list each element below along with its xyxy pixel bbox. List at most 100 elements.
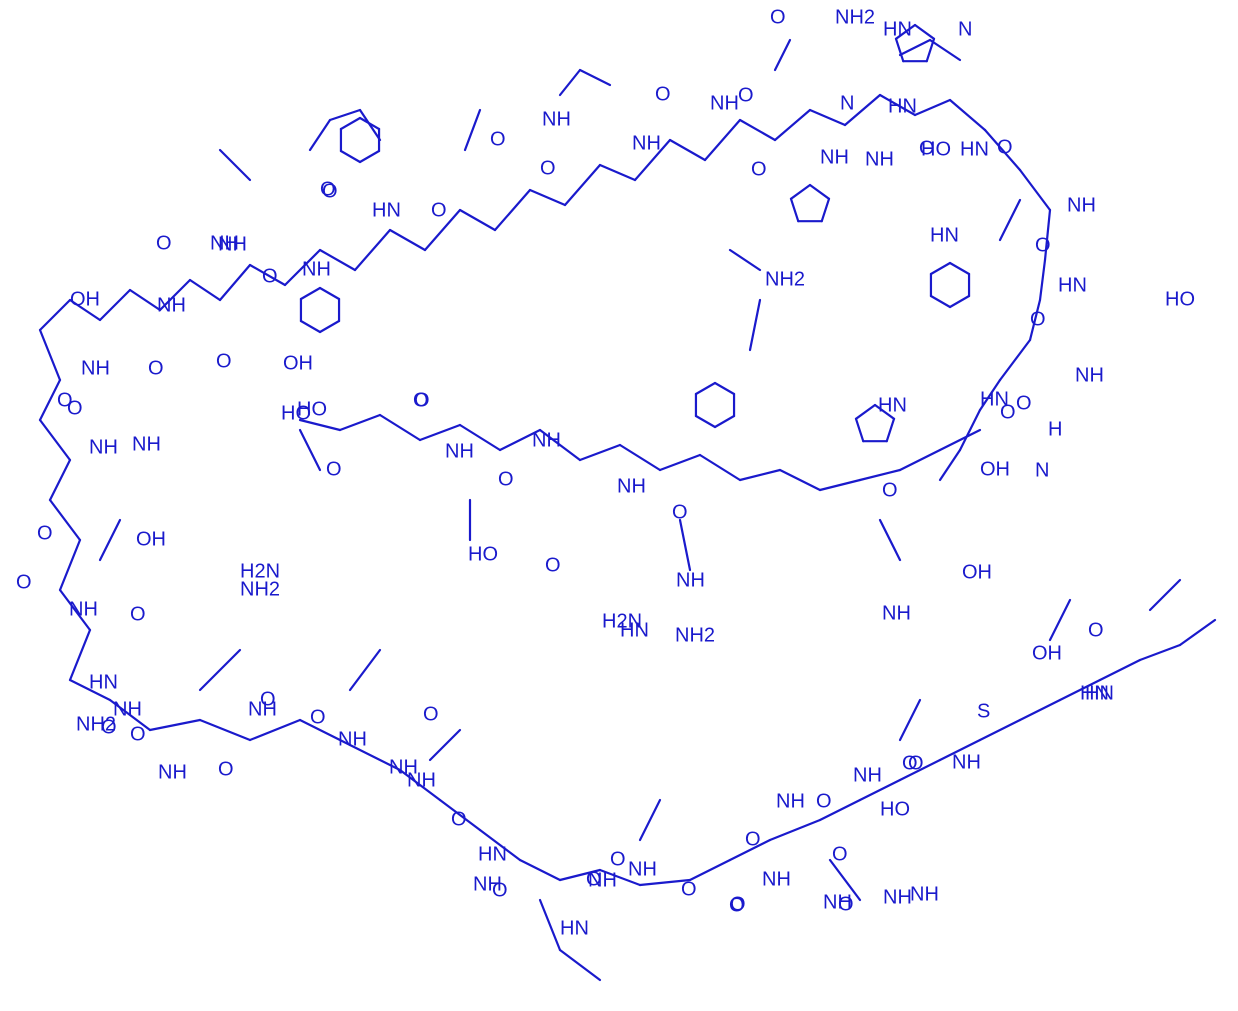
- bond-network: [38, 23, 1217, 982]
- atom-label: O: [610, 848, 626, 870]
- atom-label: HN: [980, 388, 1009, 410]
- bond: [128, 288, 162, 312]
- bond: [48, 458, 72, 502]
- bond: [298, 428, 322, 472]
- atom-label: O: [148, 357, 164, 379]
- bond: [818, 478, 862, 492]
- atom-label: HN: [930, 224, 959, 246]
- atom-label: HN: [620, 619, 649, 641]
- bond: [218, 263, 252, 302]
- atom-label: O: [672, 501, 688, 523]
- atom-label: O: [816, 790, 832, 812]
- atom-label: NH: [407, 769, 436, 791]
- atom-label: O: [832, 843, 848, 865]
- atom-label: O: [156, 232, 172, 254]
- bond: [898, 448, 942, 472]
- atom-label: HO: [281, 402, 311, 424]
- atom-label: O: [1035, 234, 1051, 256]
- atom-label: O: [262, 265, 278, 287]
- atom-label: O: [681, 878, 697, 900]
- bond: [58, 538, 82, 592]
- atom-label: HN: [1085, 682, 1114, 704]
- bond: [248, 718, 302, 742]
- bond: [1038, 258, 1047, 302]
- atom-label: O: [1000, 401, 1016, 423]
- atom-label: NH: [248, 698, 277, 720]
- atom-label: NH: [853, 764, 882, 786]
- atom-label: O: [130, 603, 146, 625]
- atom-label: NH: [473, 873, 502, 895]
- bond: [773, 108, 812, 142]
- atom-label: O: [326, 458, 342, 480]
- bond: [148, 718, 202, 732]
- atom-label: OH: [283, 352, 313, 374]
- bond: [658, 453, 702, 472]
- bond: [438, 798, 482, 832]
- atom-label: NH: [532, 429, 561, 451]
- atom-label: O: [492, 879, 508, 901]
- bond: [978, 378, 1002, 412]
- atom-label: NH2: [76, 713, 116, 735]
- bond: [768, 818, 822, 842]
- atom-label: O: [310, 706, 326, 728]
- atom-label: O: [322, 180, 338, 202]
- bond: [528, 188, 567, 207]
- atom-label: NH: [617, 475, 646, 497]
- atom-label: OH: [136, 528, 166, 550]
- atom-label: N: [1035, 459, 1049, 481]
- bond: [353, 228, 392, 272]
- atom-label: NH: [69, 598, 98, 620]
- atom-label: O: [423, 703, 439, 725]
- bond: [298, 718, 352, 747]
- atom-label: O: [431, 199, 447, 221]
- bond: [1178, 618, 1217, 647]
- atom-label: O: [218, 758, 234, 780]
- atom-label: O: [751, 158, 767, 180]
- atom-label: NH: [762, 868, 791, 890]
- bond: [348, 743, 402, 772]
- bond: [808, 183, 831, 200]
- bond: [283, 248, 322, 287]
- atom-label: O: [1030, 308, 1046, 330]
- atom-label: HO: [297, 398, 327, 420]
- atom-label: O: [1016, 392, 1032, 414]
- bond: [328, 108, 362, 122]
- bond: [1138, 643, 1182, 662]
- bond: [598, 868, 642, 887]
- atom-label: O: [101, 716, 117, 738]
- bond: [348, 648, 382, 692]
- atom-label: NH2: [835, 6, 875, 28]
- atom-label: NH: [158, 761, 187, 783]
- bond: [198, 648, 242, 692]
- bond: [298, 418, 342, 432]
- atom-label: NH: [302, 258, 331, 280]
- atom-label: NH: [628, 858, 657, 880]
- atom-label: OH: [1032, 642, 1062, 664]
- bond: [388, 228, 427, 252]
- bond: [678, 518, 692, 572]
- atom-label: NH: [910, 883, 939, 905]
- bond: [928, 38, 962, 62]
- bond: [428, 728, 462, 762]
- bond: [518, 858, 562, 882]
- bond: [808, 108, 847, 127]
- bond: [929, 261, 952, 276]
- bond: [598, 163, 637, 182]
- bond: [339, 149, 362, 164]
- bond: [698, 453, 742, 482]
- bond: [558, 868, 602, 882]
- bond: [898, 698, 922, 742]
- bond: [188, 278, 222, 302]
- bond: [38, 418, 72, 462]
- bond: [38, 328, 62, 382]
- atom-label: N: [840, 92, 854, 114]
- atom-label: O: [130, 723, 146, 745]
- bond: [339, 116, 362, 131]
- atom-label: O: [655, 83, 671, 105]
- atom-label: O: [586, 868, 602, 890]
- atom-label: HN: [878, 394, 907, 416]
- bond: [458, 208, 497, 232]
- bond: [198, 718, 252, 742]
- atom-label: NH: [820, 146, 849, 168]
